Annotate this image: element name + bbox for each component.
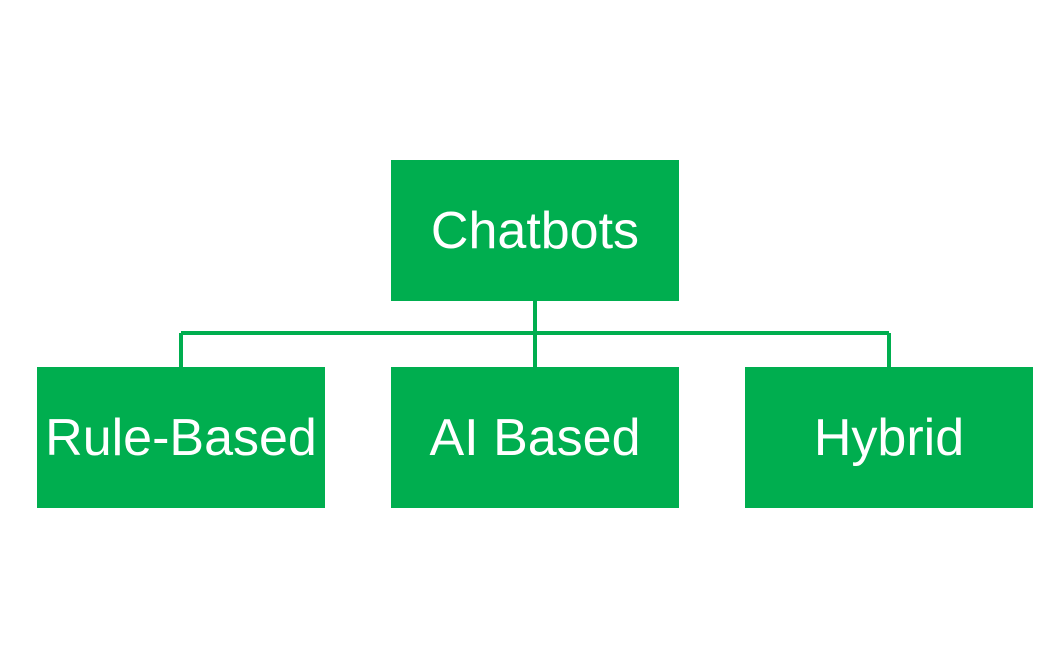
node-rule-based-label: Rule-Based [45,408,317,467]
node-chatbots: Chatbots [391,160,679,301]
node-rule-based: Rule-Based [37,367,325,508]
node-ai-based: AI Based [391,367,679,508]
node-ai-based-label: AI Based [429,408,641,467]
node-chatbots-label: Chatbots [430,201,640,260]
node-hybrid-label: Hybrid [813,408,965,467]
node-hybrid: Hybrid [745,367,1033,508]
